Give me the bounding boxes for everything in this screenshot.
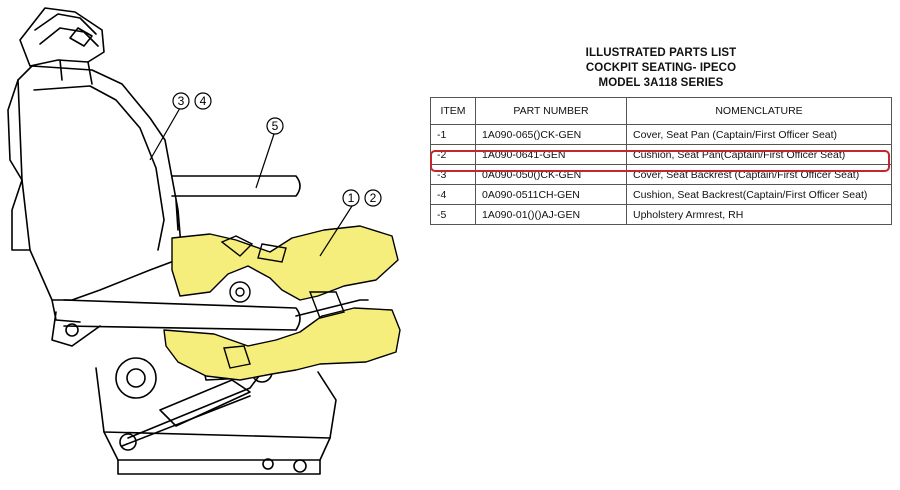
highlighted-cushions [163, 225, 401, 381]
part-number-cell: 1A090-01()()AJ-GEN [475, 204, 627, 225]
svg-text:5: 5 [272, 119, 279, 133]
part-number-cell: 0A090-0511CH-GEN [475, 184, 627, 205]
nomenclature-cell: Upholstery Armrest, RH [626, 204, 892, 225]
parts-list-panel: ILLUSTRATED PARTS LIST COCKPIT SEATING- … [430, 46, 892, 225]
part-number-cell: 1A090-065()CK-GEN [475, 124, 627, 145]
item-cell: -5 [430, 204, 476, 225]
parts-list-subtitle: COCKPIT SEATING- IPECO [585, 62, 737, 74]
seat-illustration: 3 4 5 1 2 [7, 7, 401, 475]
column-header-item: ITEM [430, 97, 476, 125]
parts-list-title: ILLUSTRATED PARTS LIST [585, 47, 737, 59]
svg-text:4: 4 [200, 94, 207, 108]
table-row: -3 0A090-050()CK-GEN Cover, Seat Backres… [430, 164, 892, 185]
callout-5: 5 [266, 117, 284, 135]
table-row: -4 0A090-0511CH-GEN Cushion, Seat Backre… [430, 184, 892, 205]
nomenclature-cell: Cushion, Seat Backrest(Captain/First Off… [626, 184, 892, 205]
svg-text:3: 3 [178, 94, 185, 108]
headrest [19, 7, 105, 85]
parts-list-model: MODEL 3A118 SERIES [598, 77, 724, 89]
item-cell: -2 [430, 144, 476, 165]
column-header-part-number: PART NUMBER [475, 97, 627, 125]
callout-2: 2 [364, 189, 382, 207]
seat-backrest [7, 65, 183, 323]
armrest-rear [171, 175, 301, 231]
column-header-nomenclature: NOMENCLATURE [626, 97, 892, 125]
seat-pan-cushion-lower [163, 307, 401, 381]
seat-pan-cushion-upper [171, 225, 399, 301]
callout-3: 3 [172, 92, 190, 110]
table-row: -1 1A090-065()CK-GEN Cover, Seat Pan (Ca… [430, 124, 892, 145]
part-number-cell: 1A090-0641-GEN [475, 144, 627, 165]
table-row: -5 1A090-01()()AJ-GEN Upholstery Armrest… [430, 204, 892, 225]
callout-4: 4 [194, 92, 212, 110]
seat-base [95, 349, 337, 475]
parts-table: ITEM PART NUMBER NOMENCLATURE -1 1A090-0… [430, 97, 892, 225]
svg-text:1: 1 [348, 191, 355, 205]
item-cell: -3 [430, 164, 476, 185]
parts-table-header: ITEM PART NUMBER NOMENCLATURE [430, 97, 892, 125]
armrest-front [51, 299, 369, 347]
item-cell: -1 [430, 124, 476, 145]
svg-text:2: 2 [370, 191, 377, 205]
table-row-selected: -2 1A090-0641-GEN Cushion, Seat Pan(Capt… [430, 144, 892, 165]
part-number-cell: 0A090-050()CK-GEN [475, 164, 627, 185]
callout-1: 1 [342, 189, 360, 207]
item-cell: -4 [430, 184, 476, 205]
nomenclature-cell: Cushion, Seat Pan(Captain/First Officer … [626, 144, 892, 165]
nomenclature-cell: Cover, Seat Backrest (Captain/First Offi… [626, 164, 892, 185]
callouts: 3 4 5 1 2 [172, 92, 382, 207]
nomenclature-cell: Cover, Seat Pan (Captain/First Officer S… [626, 124, 892, 145]
